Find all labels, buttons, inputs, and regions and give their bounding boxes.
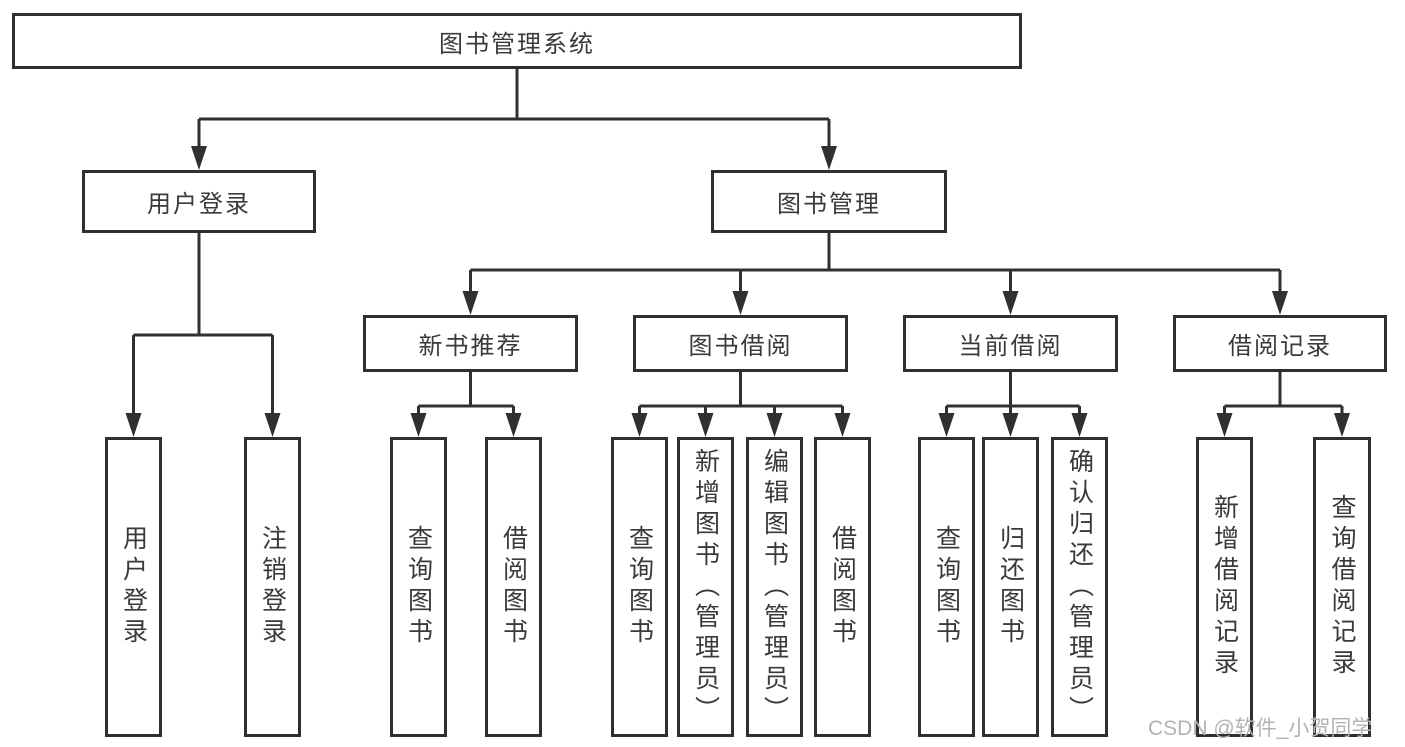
leaf-add-books-admin: 新增图书（管理员） xyxy=(677,437,734,737)
node-library-management-system: 图书管理系统 xyxy=(12,13,1022,69)
leaf-confirm-return-admin: 确认归还（管理员） xyxy=(1051,437,1108,737)
leaf-logout: 注销登录 xyxy=(244,437,301,737)
node-current-borrow-label: 当前借阅 xyxy=(958,333,1063,360)
leaf-query-books-recommend-label: 查询图书 xyxy=(404,525,433,649)
leaf-add-borrow-record: 新增借阅记录 xyxy=(1196,437,1253,737)
node-library-management-system-label: 图书管理系统 xyxy=(439,30,595,58)
leaf-return-books: 归还图书 xyxy=(982,437,1039,737)
leaf-query-books-current-label: 查询图书 xyxy=(932,525,961,649)
leaf-borrow-books-label: 借阅图书 xyxy=(828,525,857,649)
leaf-edit-books-admin-label: 编辑图书（管理员） xyxy=(760,447,789,727)
node-borrow-records: 借阅记录 xyxy=(1173,315,1387,372)
leaf-query-borrow-record: 查询借阅记录 xyxy=(1313,437,1371,737)
leaf-borrow-books-recommend: 借阅图书 xyxy=(485,437,542,737)
node-book-borrow-label: 图书借阅 xyxy=(688,333,793,360)
leaf-query-books-borrow: 查询图书 xyxy=(611,437,668,737)
leaf-query-books-recommend: 查询图书 xyxy=(390,437,447,737)
leaf-borrow-books-recommend-label: 借阅图书 xyxy=(499,525,528,649)
leaf-logout-label: 注销登录 xyxy=(258,525,287,649)
node-book-management: 图书管理 xyxy=(711,170,947,233)
leaf-borrow-books: 借阅图书 xyxy=(814,437,871,737)
leaf-user-login-label: 用户登录 xyxy=(119,525,148,649)
leaf-user-login: 用户登录 xyxy=(105,437,162,737)
leaf-query-borrow-record-label: 查询借阅记录 xyxy=(1328,494,1356,680)
node-new-book-recommend-label: 新书推荐 xyxy=(418,333,523,360)
csdn-watermark: CSDN @软件_小贺同学 xyxy=(1148,717,1373,740)
leaf-return-books-label: 归还图书 xyxy=(996,525,1025,649)
leaf-query-books-current: 查询图书 xyxy=(918,437,975,737)
node-user-login-label: 用户登录 xyxy=(147,191,251,218)
leaf-edit-books-admin: 编辑图书（管理员） xyxy=(746,437,803,737)
leaf-confirm-return-admin-label: 确认归还（管理员） xyxy=(1065,447,1094,727)
node-book-borrow: 图书借阅 xyxy=(633,315,848,372)
node-current-borrow: 当前借阅 xyxy=(903,315,1118,372)
node-user-login: 用户登录 xyxy=(82,170,316,233)
node-book-management-label: 图书管理 xyxy=(777,191,881,218)
leaf-add-borrow-record-label: 新增借阅记录 xyxy=(1210,494,1239,680)
node-new-book-recommend: 新书推荐 xyxy=(363,315,578,372)
leaf-add-books-admin-label: 新增图书（管理员） xyxy=(691,447,720,727)
leaf-query-books-borrow-label: 查询图书 xyxy=(625,525,654,649)
node-borrow-records-label: 借阅记录 xyxy=(1228,333,1332,360)
